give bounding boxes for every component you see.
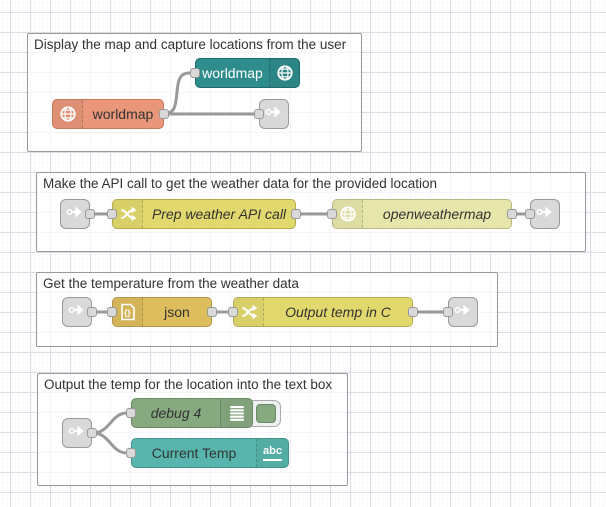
globe-icon — [269, 59, 299, 87]
node-openweathermap[interactable]: openweathermap — [327, 199, 517, 229]
node-link-out[interactable] — [254, 99, 289, 129]
globe-icon — [333, 200, 363, 228]
globe-icon — [53, 100, 83, 128]
output-port[interactable] — [85, 209, 95, 219]
node-dashboard-text[interactable]: Current Temp abc — [126, 438, 289, 468]
input-port[interactable] — [254, 109, 264, 119]
wire[interactable] — [91, 431, 129, 455]
group-title: Get the temperature from the weather dat… — [43, 276, 299, 291]
input-port[interactable] — [126, 448, 136, 458]
flow-group-output-temp[interactable]: Output the temp for the location into th… — [37, 373, 348, 486]
node-label: Prep weather API call — [151, 206, 287, 222]
node-label: worldmap — [92, 106, 154, 122]
group-title: Make the API call to get the weather dat… — [43, 176, 437, 191]
node-link-out[interactable] — [443, 297, 478, 327]
input-port[interactable] — [190, 68, 200, 78]
node-debug[interactable]: debug 4 — [126, 398, 253, 428]
input-port[interactable] — [228, 307, 238, 317]
output-port[interactable] — [408, 307, 418, 317]
input-port[interactable] — [443, 307, 453, 317]
node-label: Current Temp — [151, 445, 237, 461]
debug-toggle-state — [256, 404, 276, 423]
node-json[interactable]: {} json — [107, 297, 217, 327]
input-port[interactable] — [107, 307, 117, 317]
svg-text:{}: {} — [124, 308, 131, 318]
function-icon — [234, 298, 264, 326]
debug-list-icon — [220, 399, 252, 427]
wire[interactable] — [162, 71, 191, 116]
abc-text-icon: abc — [256, 439, 288, 467]
output-port[interactable] — [159, 109, 169, 119]
node-link-in[interactable] — [60, 199, 95, 229]
link-icon — [67, 300, 87, 325]
node-worldmap[interactable]: worldmap — [52, 99, 169, 129]
link-icon — [453, 300, 473, 325]
input-port[interactable] — [126, 408, 136, 418]
output-port[interactable] — [291, 209, 301, 219]
link-icon — [67, 421, 87, 446]
link-icon — [65, 202, 85, 227]
input-port[interactable] — [525, 209, 535, 219]
input-port[interactable] — [327, 209, 337, 219]
group-title: Output the temp for the location into th… — [44, 377, 333, 392]
output-port[interactable] — [507, 209, 517, 219]
output-port[interactable] — [87, 307, 97, 317]
node-label: worldmap — [202, 65, 263, 81]
node-link-out[interactable] — [525, 199, 560, 229]
node-label: openweathermap — [382, 206, 492, 222]
node-worldmap-web[interactable]: worldmap — [190, 58, 300, 88]
function-icon — [113, 200, 143, 228]
link-icon — [264, 102, 284, 127]
node-link-in[interactable] — [62, 297, 97, 327]
node-label: Output temp in C — [285, 304, 391, 320]
node-label: json — [164, 304, 190, 320]
link-icon — [535, 202, 555, 227]
group-title: Display the map and capture locations fr… — [34, 37, 347, 52]
input-port[interactable] — [107, 209, 117, 219]
output-port[interactable] — [87, 428, 97, 438]
json-file-icon: {} — [113, 298, 143, 326]
flow-group-display-map[interactable]: Display the map and capture locations fr… — [27, 33, 362, 152]
wire[interactable] — [91, 411, 129, 435]
node-function-prep-weather[interactable]: Prep weather API call — [107, 199, 301, 229]
node-label: debug 4 — [150, 405, 202, 421]
node-link-in[interactable] — [62, 418, 97, 448]
output-port[interactable] — [207, 307, 217, 317]
node-function-output-temp[interactable]: Output temp in C — [228, 297, 418, 327]
